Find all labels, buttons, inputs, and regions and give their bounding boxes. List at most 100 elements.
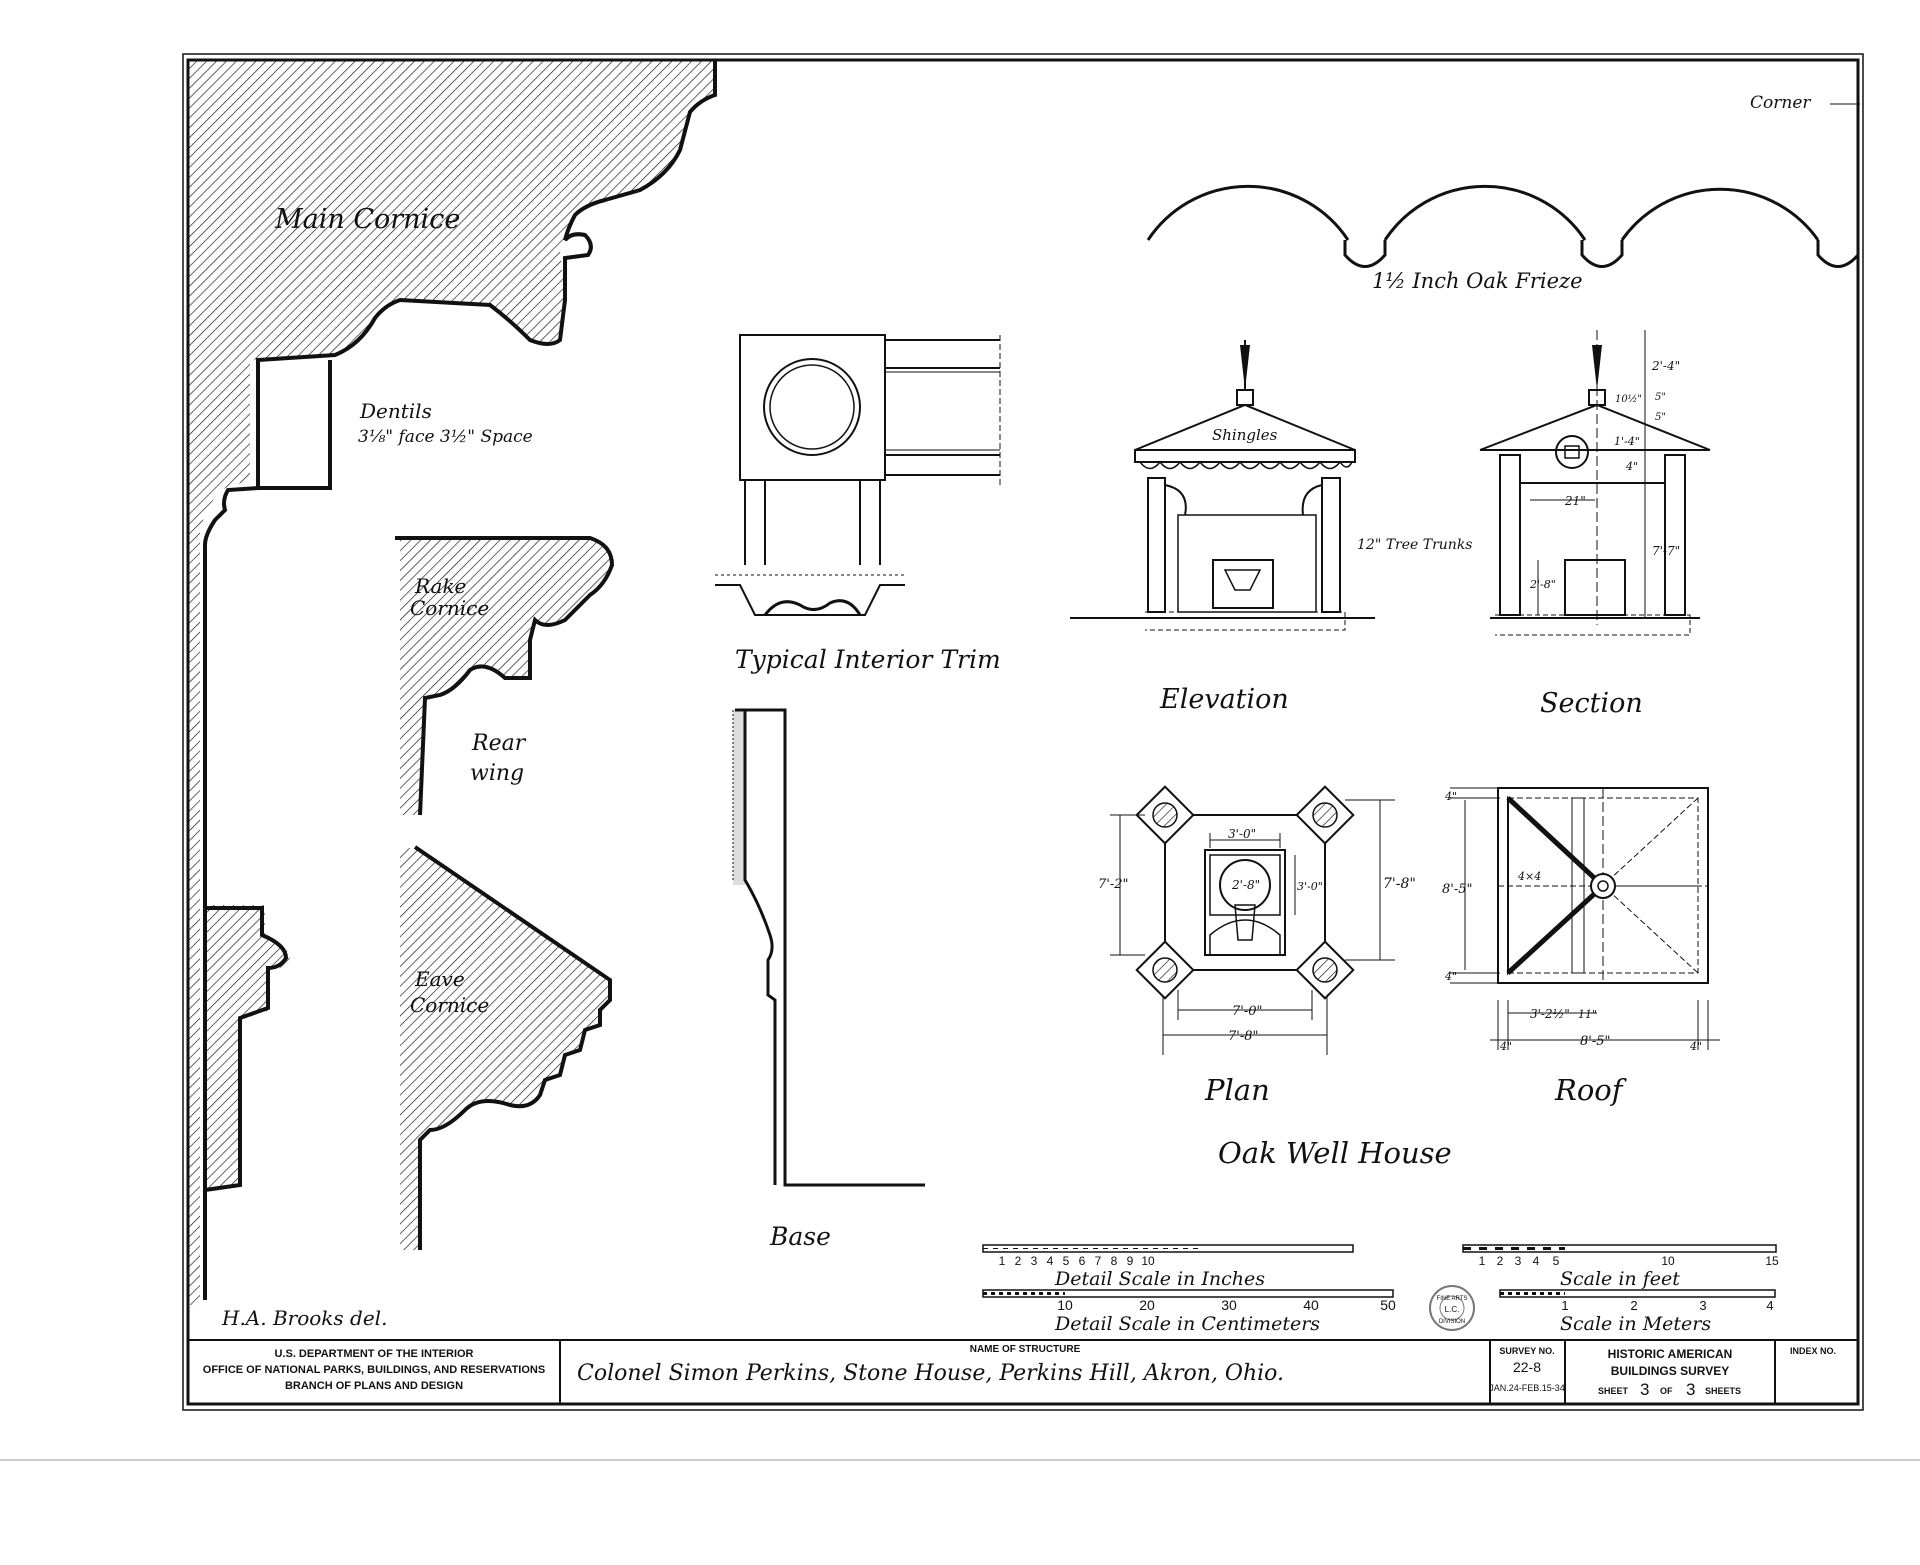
- feet-tick-5: 5: [1553, 1254, 1560, 1268]
- dept-line-1: U.S. DEPARTMENT OF THE INTERIOR: [274, 1348, 473, 1360]
- habs-line-1: HISTORIC AMERICAN: [1608, 1347, 1733, 1361]
- survey-number: 22-8: [1513, 1359, 1541, 1375]
- interior-trim-label: Typical Interior Trim: [735, 645, 1001, 674]
- inches-tick-7: 7: [1095, 1254, 1102, 1268]
- cm-tick-20: 20: [1139, 1297, 1155, 1313]
- oak-well-house-label: Oak Well House: [1218, 1136, 1452, 1170]
- feet-tick-10: 10: [1661, 1254, 1675, 1268]
- dim-roof-8-5v: 8'-5": [1442, 882, 1473, 897]
- dim-sec-5b: 5": [1655, 412, 1666, 423]
- eave-cornice-profile: [400, 845, 612, 1250]
- oak-frieze-drawing: [1146, 103, 1860, 268]
- inches-tick-6: 6: [1079, 1254, 1086, 1268]
- cm-tick-30: 30: [1221, 1297, 1237, 1313]
- scale-meters-label: Scale in Meters: [1560, 1313, 1711, 1335]
- index-no-header: INDEX NO.: [1790, 1346, 1836, 1356]
- inches-tick-3: 3: [1031, 1254, 1038, 1268]
- eave-label-line1: Eave: [414, 967, 465, 991]
- rake-label-line1: Rake: [414, 574, 466, 598]
- meters-tick-3: 3: [1699, 1298, 1706, 1313]
- feet-tick-2: 2: [1497, 1254, 1504, 1268]
- sheet-number: 3: [1640, 1380, 1649, 1399]
- dim-sec-5: 5": [1655, 392, 1666, 403]
- base-label: Base: [769, 1222, 831, 1251]
- dim-sec-4: 4": [1625, 460, 1638, 473]
- dim-sec-2-4: 2'-4": [1651, 359, 1680, 373]
- title-block: [188, 1339, 1858, 1404]
- tree-trunks-label: 12" Tree Trunks: [1357, 537, 1473, 553]
- elevation-label: Elevation: [1159, 684, 1289, 715]
- sheet-total: 3: [1686, 1380, 1695, 1399]
- feet-tick-4: 4: [1533, 1254, 1540, 1268]
- section-label: Section: [1540, 688, 1643, 719]
- rake-label-line2: Cornice: [410, 596, 489, 620]
- inches-tick-4: 4: [1047, 1254, 1054, 1268]
- scale-bar-centimeters: [982, 1289, 1394, 1298]
- dim-roof-4x4: 4×4: [1517, 870, 1541, 883]
- dim-roof-4b: 4": [1444, 970, 1457, 983]
- dim-plan-7-8h: 7'-8": [1228, 1029, 1259, 1044]
- structure-name: Colonel Simon Perkins, Stone House, Perk…: [577, 1361, 1284, 1386]
- dentils-spec-label: 3⅛" face 3½" Space: [358, 427, 533, 447]
- scale-feet-label: Scale in feet: [1560, 1268, 1680, 1290]
- dentils-label: Dentils: [359, 399, 432, 423]
- scale-bar-meters: [1499, 1289, 1776, 1298]
- dim-roof-4c: 4": [1499, 1040, 1512, 1053]
- lower-wall-profile: [204, 905, 290, 1192]
- corner-label: Corner: [1750, 93, 1811, 113]
- inches-tick-8: 8: [1111, 1254, 1118, 1268]
- inches-tick-9: 9: [1127, 1254, 1134, 1268]
- feet-tick-3: 3: [1515, 1254, 1522, 1268]
- dim-sec-7-7: 7'-7": [1652, 544, 1680, 558]
- stamp-top-text: FINE ARTS: [1437, 1296, 1468, 1302]
- cm-tick-50: 50: [1380, 1297, 1396, 1313]
- feet-tick-15: 15: [1765, 1254, 1779, 1268]
- scale-cm-label: Detail Scale in Centimeters: [1054, 1313, 1320, 1335]
- rear-wing-label-line1: Rear: [471, 731, 527, 756]
- roof-label: Roof: [1554, 1073, 1628, 1107]
- dim-roof-4d: 4": [1689, 1040, 1702, 1053]
- sheet-word: SHEET: [1598, 1386, 1629, 1396]
- elevation-drawing: [1070, 340, 1375, 631]
- dept-line-2: OFFICE OF NATIONAL PARKS, BUILDINGS, AND…: [203, 1364, 545, 1376]
- dim-roof-11: 11": [1578, 1008, 1597, 1021]
- dim-plan-2-8: 2'-8": [1231, 878, 1260, 892]
- main-cornice-label: Main Cornice: [274, 204, 460, 235]
- feet-tick-1: 1: [1479, 1254, 1486, 1268]
- dim-sec-21: 21": [1564, 494, 1586, 508]
- scale-bar-inches: [982, 1244, 1354, 1253]
- stamp-center-text: L.C.: [1445, 1305, 1460, 1314]
- scale-inches-label: Detail Scale in Inches: [1054, 1268, 1265, 1290]
- plan-drawing: [1110, 785, 1395, 1055]
- dim-plan-7-8v: 7'-8": [1383, 876, 1416, 892]
- oak-frieze-label: 1½ Inch Oak Frieze: [1372, 269, 1583, 293]
- eave-label-line2: Cornice: [410, 993, 489, 1017]
- meters-tick-4: 4: [1766, 1298, 1773, 1313]
- inches-tick-2: 2: [1015, 1254, 1022, 1268]
- inches-tick-5: 5: [1063, 1254, 1070, 1268]
- dim-roof-3-2: 3'-2½": [1530, 1007, 1570, 1021]
- dim-plan-3-0b: 3'-0": [1297, 880, 1323, 893]
- dim-sec-10-5: 10½": [1615, 394, 1642, 405]
- plan-label: Plan: [1204, 1073, 1270, 1107]
- base-profile-drawing: [732, 708, 925, 1187]
- scale-bar-feet: [1462, 1244, 1777, 1253]
- meters-tick-2: 2: [1630, 1298, 1637, 1313]
- of-word: OF: [1660, 1386, 1673, 1396]
- dim-roof-4a: 4": [1444, 790, 1457, 803]
- dim-roof-8-5h: 8'-5": [1580, 1034, 1611, 1049]
- dim-sec-1-4: 1'-4": [1614, 435, 1640, 448]
- rake-cornice-profile: [395, 536, 615, 816]
- stamp-bottom-text: DIVISION: [1439, 1319, 1465, 1325]
- main-cornice-profile: [188, 60, 717, 1305]
- rear-wing-label-line2: wing: [470, 761, 524, 786]
- survey-dates: JAN.24-FEB.15-34: [1489, 1383, 1565, 1393]
- library-stamp: [1429, 1285, 1475, 1331]
- outer-border: [182, 53, 1864, 1411]
- dim-plan-7-0: 7'-0": [1232, 1004, 1263, 1019]
- dim-sec-2-8: 2'-8": [1529, 578, 1556, 591]
- name-of-structure-header: NAME OF STRUCTURE: [970, 1344, 1081, 1355]
- dim-plan-3-0a: 3'-0": [1228, 827, 1256, 841]
- interior-trim-drawing: [715, 334, 1001, 616]
